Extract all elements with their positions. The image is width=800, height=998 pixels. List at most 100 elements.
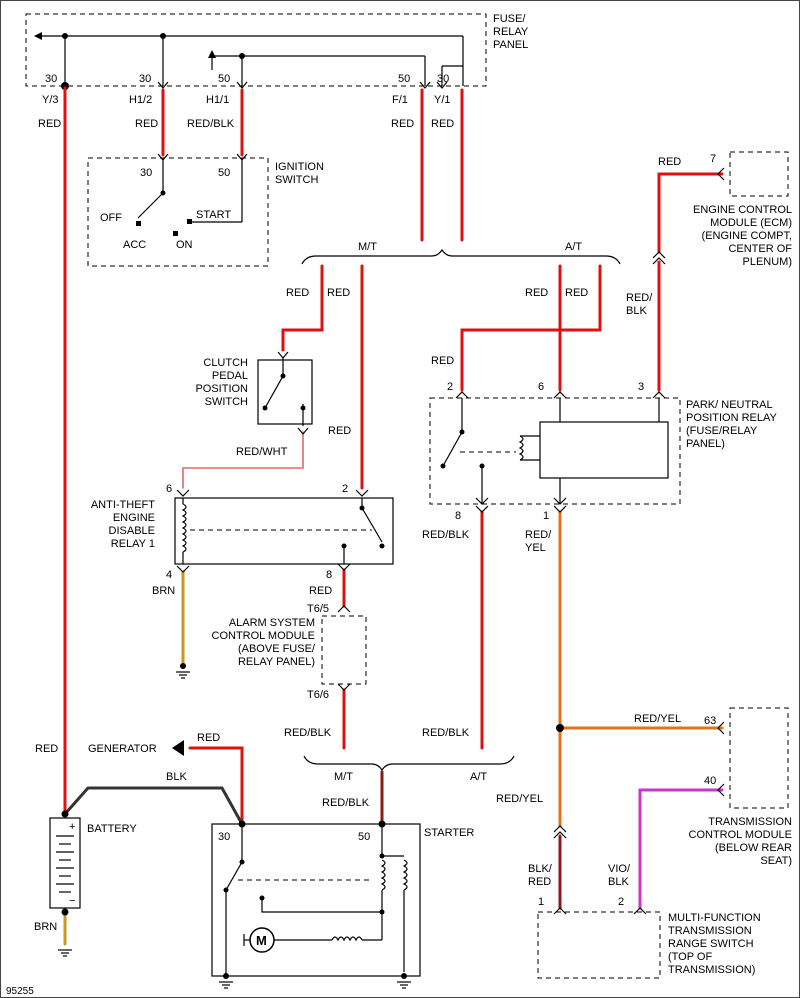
wire-label: RED: [431, 118, 454, 130]
pin-label: 1: [538, 896, 544, 908]
battery-label: BATTERY: [87, 823, 137, 835]
pin-label: 50: [358, 831, 370, 843]
pin-label: Y/1: [434, 94, 451, 106]
wires: [63, 86, 724, 946]
pin-label: Y/3: [42, 94, 59, 106]
mt-branch-label: M/T: [358, 241, 377, 253]
pin-label: 30: [140, 167, 152, 179]
wire-label: BLK/RED: [528, 863, 553, 888]
pin-label: 40: [704, 775, 716, 787]
wire-label: BRN: [152, 585, 175, 597]
wire-label: RED/BLK: [187, 118, 235, 130]
pin-label: 2: [618, 896, 624, 908]
wire-label: RED: [309, 585, 332, 597]
wire-label: BRN: [34, 921, 57, 933]
ground-symbol: [219, 981, 233, 989]
pin-label: T6/6: [307, 689, 329, 701]
pin-label: 1: [543, 510, 549, 522]
wire-label: RED/BLK: [422, 727, 470, 739]
pin-label: 6: [538, 381, 544, 393]
switch-position-label: OFF: [100, 212, 122, 224]
starter: M STARTER 30 50: [211, 820, 474, 979]
wire-label: RED: [658, 156, 681, 168]
wire-label: RED/BLK: [626, 292, 653, 317]
pin-label: F/1: [392, 94, 408, 106]
battery-cells: [56, 835, 74, 893]
at-branch-label: A/T: [470, 771, 487, 783]
battery-plus-sign: +: [69, 821, 75, 833]
starter-label: STARTER: [424, 827, 474, 839]
wire-label: BLK: [166, 771, 187, 783]
splice-junction: [556, 724, 564, 732]
pin-label: 50: [218, 73, 230, 85]
wire-label: VIO/BLK: [608, 863, 631, 888]
diagram-id: 95255: [6, 986, 34, 997]
pin-label: 30: [437, 73, 449, 85]
generator-label: GENERATOR: [88, 743, 157, 755]
branch-brace-bottom: M/T A/T: [303, 755, 515, 783]
wire-label: RED: [431, 355, 454, 367]
wire-label: RED: [35, 743, 58, 755]
wire-label: RED/WHT: [236, 446, 288, 458]
wire-label: RED/BLK: [284, 727, 332, 739]
pin-label: H1/1: [206, 94, 229, 106]
branch-brace-top: M/T A/T: [301, 241, 621, 265]
pin-label: 8: [326, 569, 332, 581]
pin-label: 63: [704, 715, 716, 727]
wire-label: RED/BLK: [322, 797, 370, 809]
switch-position-label: ON: [176, 239, 193, 251]
motor-label: M: [256, 933, 267, 948]
pin-label: 2: [342, 483, 348, 495]
wire-label: RED: [525, 287, 548, 299]
wire-label: RED: [327, 287, 350, 299]
wire-label: RED: [135, 118, 158, 130]
wire-label: RED: [286, 287, 309, 299]
pin-label: 2: [447, 381, 453, 393]
wire-label: RED: [38, 118, 61, 130]
switch-position-label: START: [196, 209, 231, 221]
pin-label: 8: [455, 510, 461, 522]
pin-label: 3: [638, 381, 644, 393]
at-branch-label: A/T: [565, 241, 582, 253]
ground-symbol: [176, 663, 190, 679]
wire-label: RED/BLK: [422, 529, 470, 541]
pin-label: 50: [398, 73, 410, 85]
wire-label: RED: [565, 287, 588, 299]
pin-label: H1/2: [129, 94, 152, 106]
ground-symbol: [58, 949, 72, 957]
switch-position-label: ACC: [123, 239, 146, 251]
generator-arrow-icon: [172, 740, 184, 756]
wire-label: RED: [391, 118, 414, 130]
pin-label: 30: [139, 73, 151, 85]
wire-label: RED: [197, 732, 220, 744]
generator: GENERATOR: [88, 740, 184, 756]
wire-label: RED: [328, 425, 351, 437]
wire-labels: RED RED RED/BLK RED RED RED RED RED RED …: [34, 118, 681, 933]
wire-label: RED/YEL: [496, 793, 543, 805]
pin-label: 30: [218, 831, 230, 843]
battery: + − BATTERY: [49, 810, 137, 916]
pin-label: 6: [166, 483, 172, 495]
pin-label: T6/5: [307, 603, 329, 615]
ground-symbol: [397, 981, 411, 989]
